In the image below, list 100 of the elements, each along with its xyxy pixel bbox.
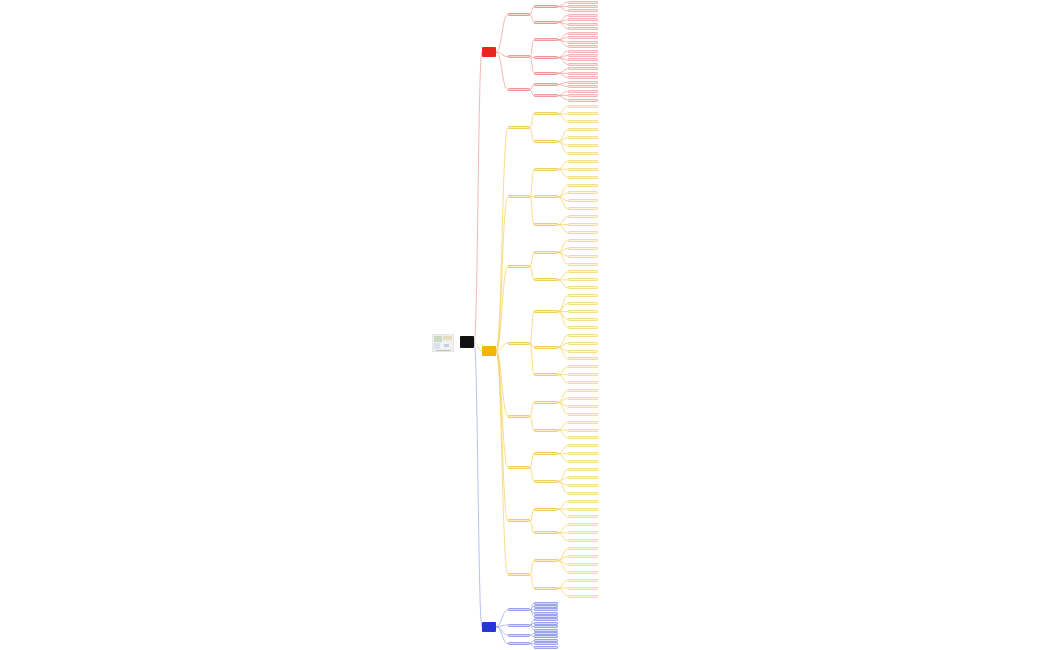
connector-line [557, 84, 569, 87]
connector-line [529, 560, 535, 575]
topic-box [508, 572, 530, 576]
connector-line [529, 508, 535, 522]
subtopic-box [568, 452, 598, 456]
subtopic-box [568, 31, 598, 35]
subtopic-box [568, 396, 598, 400]
subtopic-box [568, 183, 598, 187]
subtopic-box [568, 67, 598, 71]
topic-box [534, 167, 558, 171]
connector-line [557, 445, 569, 455]
subtopic-box [568, 159, 598, 163]
subtopic-box [568, 13, 598, 17]
connector-line [557, 374, 569, 383]
connector-line [557, 32, 569, 41]
subtopic-box [568, 460, 598, 464]
connector-line [557, 398, 569, 403]
connector-line [529, 127, 535, 142]
subtopic-box [568, 62, 598, 66]
connector-line [557, 587, 569, 597]
subtopic-box [568, 270, 598, 274]
subtopic-box [568, 317, 598, 321]
connector-line [557, 556, 569, 561]
subtopic-box [568, 94, 598, 98]
connector-line [495, 624, 509, 628]
connector-line [557, 105, 569, 115]
topic-box [534, 140, 558, 144]
topic-box [534, 250, 558, 254]
subtopic-box [568, 45, 598, 49]
topic-box [534, 601, 558, 605]
subtopic-box [568, 230, 598, 234]
connector-line [557, 137, 569, 142]
connector-line [557, 81, 569, 85]
topic-box [534, 71, 558, 75]
connector-line [557, 57, 569, 65]
subtopic-box [568, 278, 598, 282]
topic-box [508, 341, 530, 345]
topic-box [508, 414, 530, 418]
topic-box [508, 126, 530, 130]
topic-box [534, 618, 558, 622]
topic-box [534, 428, 558, 432]
connector-line [495, 342, 509, 352]
connector-line [557, 524, 569, 534]
subtopic-box [568, 223, 598, 227]
subtopic-box [568, 120, 598, 124]
topic-box [534, 56, 558, 60]
connector-line [529, 342, 535, 348]
subtopic-box [568, 89, 598, 93]
connector-line [529, 402, 535, 417]
subtopic-box [568, 246, 598, 250]
connector-line [495, 51, 509, 91]
subtopic-box [568, 199, 598, 203]
subtopic-box [568, 420, 598, 424]
connector-line [557, 224, 569, 225]
connector-line [557, 579, 569, 589]
topic-box [534, 625, 558, 629]
subtopic-box [568, 404, 598, 408]
connector-line [495, 196, 509, 352]
connector-line [495, 350, 509, 522]
connector-line [557, 508, 569, 510]
connector-line [557, 129, 569, 142]
connector-line [557, 508, 569, 518]
subtopic-box [568, 325, 598, 329]
subtopic-box [568, 9, 598, 13]
subtopic-box [568, 594, 598, 598]
subtopic-box [568, 238, 598, 242]
connector-line [557, 6, 569, 12]
subtopic-box [568, 151, 598, 155]
topic-box [534, 278, 558, 282]
subtopic-box [568, 49, 598, 53]
connector-line [557, 481, 569, 486]
subtopic-box [568, 18, 598, 22]
subtopic-box [568, 40, 598, 44]
topic-box [534, 82, 558, 86]
connector-line [473, 341, 483, 352]
subtopic-box [568, 586, 598, 590]
subtopic-box [568, 76, 598, 80]
connector-line [557, 90, 569, 96]
connector-line [529, 196, 535, 225]
connector-line [529, 84, 535, 91]
connector-line [557, 21, 569, 30]
subtopic-box [568, 98, 598, 102]
connector-line [495, 265, 509, 352]
connector-line [557, 68, 569, 74]
subtopic-box [568, 36, 598, 40]
connector-line [557, 271, 569, 281]
subtopic-box [568, 357, 598, 361]
subtopic-box [568, 85, 598, 89]
connector-line [557, 295, 569, 312]
connector-line [557, 113, 569, 123]
connector-line [529, 606, 535, 611]
connector-line [557, 346, 569, 360]
connector-line [557, 366, 569, 376]
subtopic-box [568, 80, 598, 84]
connector-line [557, 50, 569, 59]
connector-line [529, 467, 535, 482]
topic-box [534, 373, 558, 377]
connector-line [557, 15, 569, 23]
topic-box [534, 628, 558, 632]
connector-line [529, 624, 535, 631]
